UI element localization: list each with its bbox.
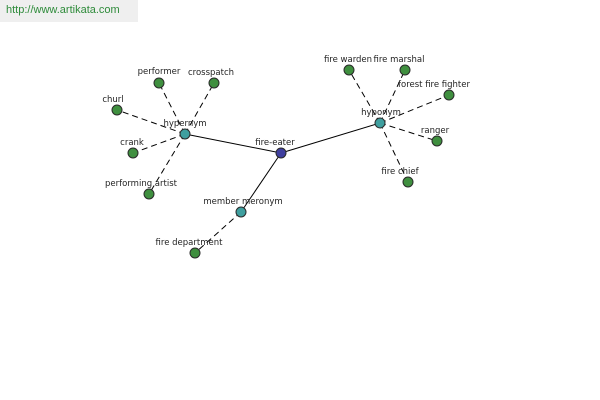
node-label-fire-warden[interactable]: fire warden — [324, 55, 372, 65]
node-label-crosspatch[interactable]: crosspatch — [188, 68, 234, 78]
node-label-churl[interactable]: churl — [102, 95, 123, 105]
node-label-fire-eater[interactable]: fire-eater — [255, 138, 295, 148]
edge-hypernym-churl — [116, 109, 186, 135]
labels: fire-eater hypernym hyponym member meronym p… — [102, 55, 470, 248]
node-performing-artist[interactable] — [143, 188, 155, 200]
edge-hyponym-forest-fire-fighter — [379, 94, 450, 124]
node-label-hypernym[interactable]: hypernym — [163, 119, 206, 129]
edge-member-meronym-fire-department — [194, 211, 242, 254]
node-churl[interactable] — [111, 104, 123, 116]
edge-fire-eater-member-meronym — [240, 152, 282, 213]
node-performer[interactable] — [153, 77, 165, 89]
node-fire-eater[interactable] — [275, 147, 287, 159]
source-url[interactable]: http://www.artikata.com — [0, 0, 138, 22]
node-crosspatch[interactable] — [208, 77, 220, 89]
node-label-fire-chief[interactable]: fire chief — [381, 167, 419, 177]
node-member-meronym[interactable] — [235, 206, 247, 218]
node-fire-chief[interactable] — [402, 176, 414, 188]
edge-hypernym-performing-artist — [148, 133, 186, 195]
node-label-crank[interactable]: crank — [120, 138, 144, 148]
node-ranger[interactable] — [431, 135, 443, 147]
node-label-performing-artist[interactable]: performing artist — [105, 179, 178, 189]
node-label-fire-department[interactable]: fire department — [156, 238, 224, 248]
node-label-forest-fire-fighter[interactable]: forest fire fighter — [398, 80, 470, 90]
node-hypernym[interactable] — [179, 128, 191, 140]
node-fire-warden[interactable] — [343, 64, 355, 76]
edge-fire-eater-hypernym — [184, 133, 282, 154]
edges — [116, 69, 450, 254]
node-forest-fire-fighter[interactable] — [443, 89, 455, 101]
node-crank[interactable] — [127, 147, 139, 159]
node-hyponym[interactable] — [374, 117, 386, 129]
node-label-fire-marshal[interactable]: fire marshal — [374, 55, 425, 65]
edge-hyponym-fire-warden — [348, 69, 381, 124]
node-label-member-meronym[interactable]: member meronym — [203, 197, 282, 207]
node-fire-department[interactable] — [189, 247, 201, 259]
node-fire-marshal[interactable] — [399, 64, 411, 76]
edge-fire-eater-hyponym — [280, 122, 381, 154]
node-label-ranger[interactable]: ranger — [421, 126, 450, 136]
nodes — [111, 64, 455, 259]
node-label-performer[interactable]: performer — [138, 67, 181, 77]
edge-hyponym-fire-chief — [379, 122, 409, 183]
node-label-hyponym[interactable]: hyponym — [361, 108, 401, 118]
